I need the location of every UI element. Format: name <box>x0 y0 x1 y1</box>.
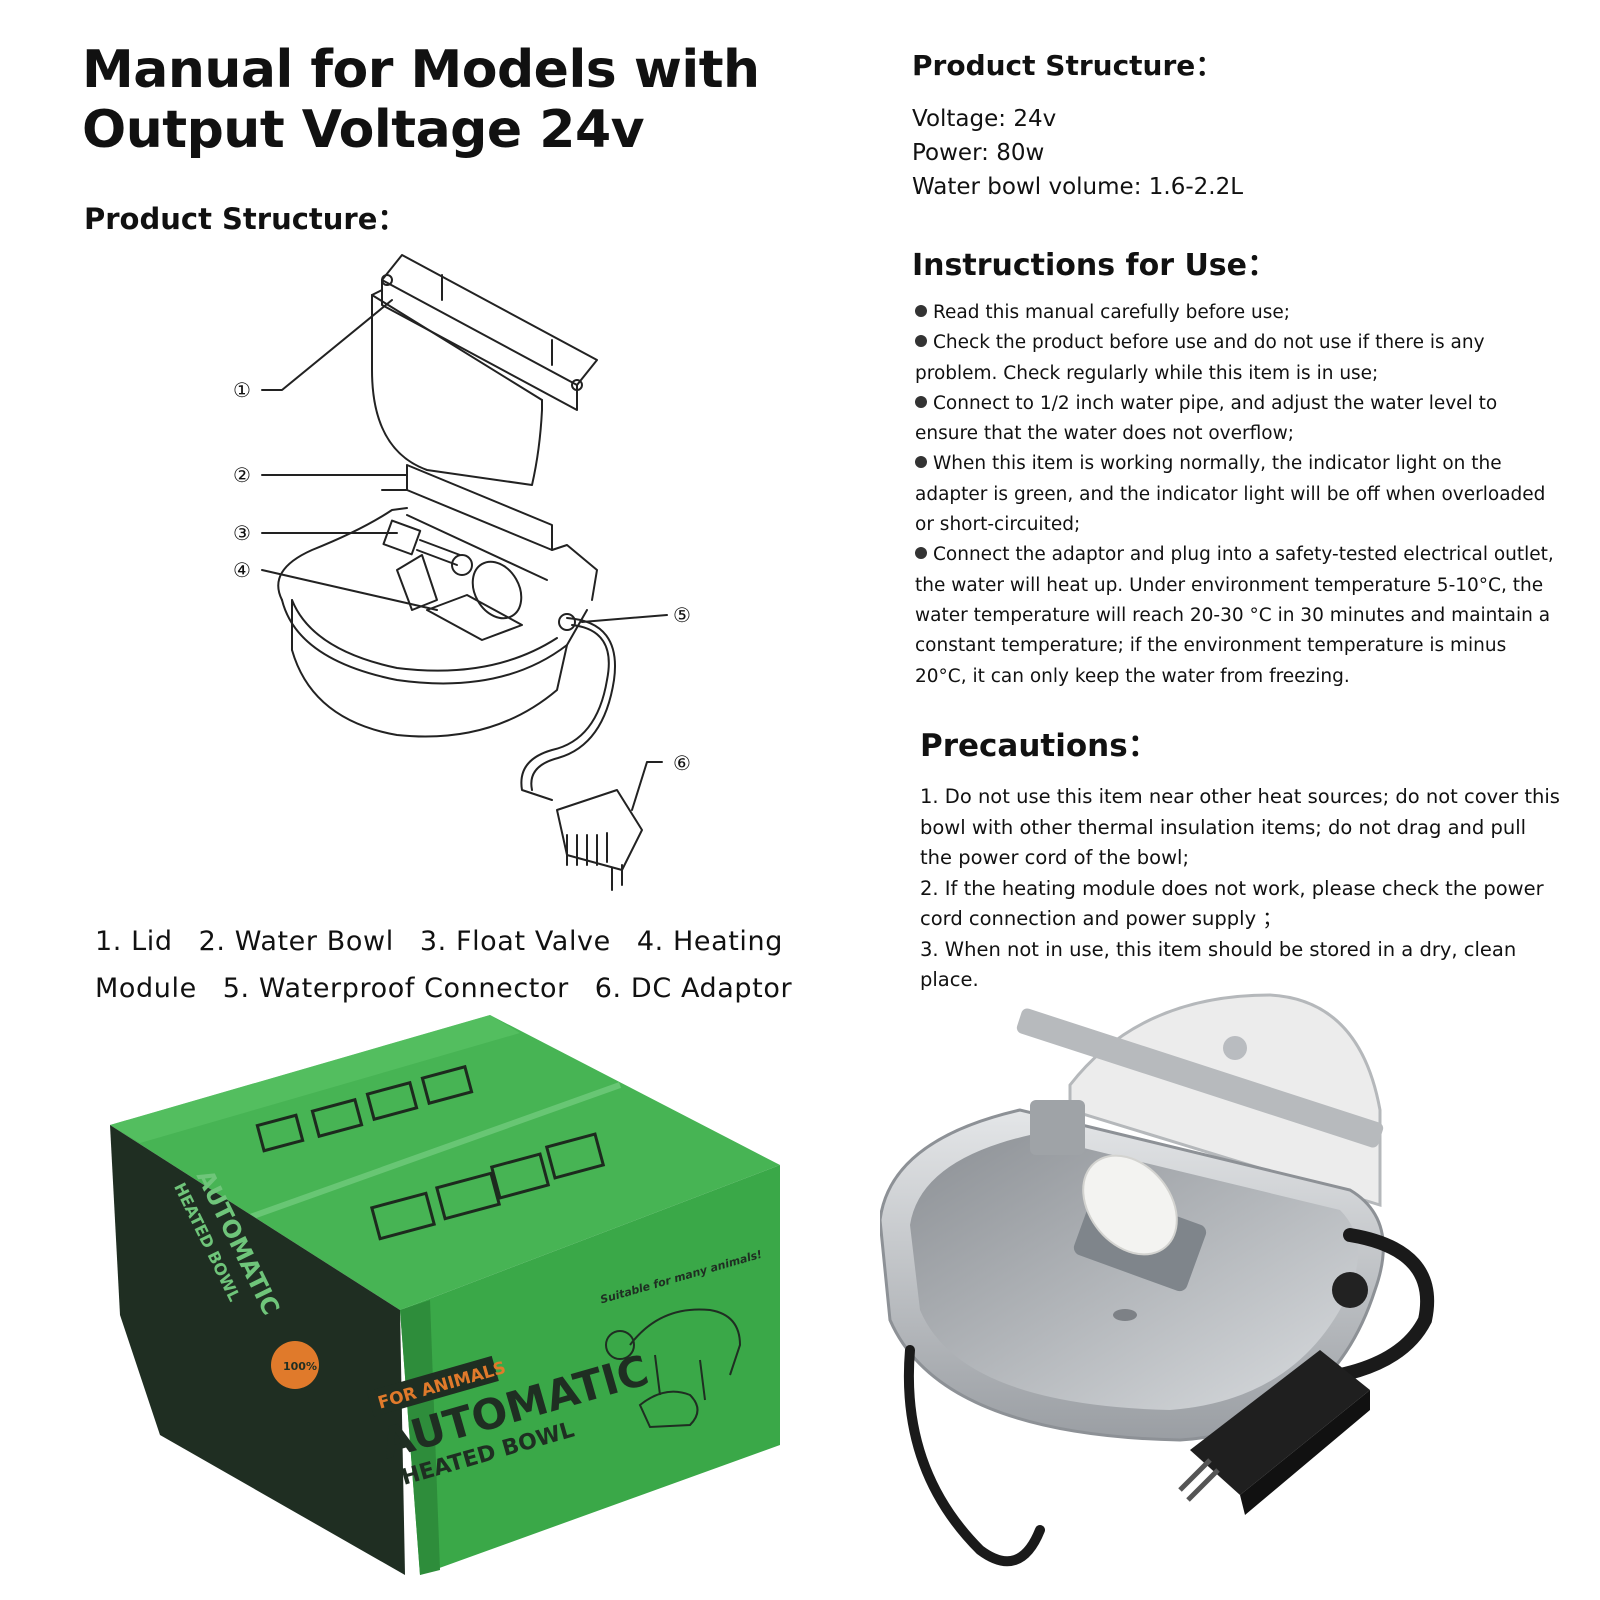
bullet-icon <box>915 305 927 317</box>
instructions-heading: Instructions for Use： <box>912 248 1278 283</box>
quality-seal <box>271 1341 319 1389</box>
callout-5: ⑤ <box>673 603 691 627</box>
instruction-item: Connect to 1/2 inch water pipe, and adju… <box>915 392 1498 445</box>
instruction-item: When this item is working normally, the … <box>915 453 1546 536</box>
bowl-product-image <box>880 993 1435 1567</box>
instruction-item: Check the product before use and do not … <box>915 332 1485 384</box>
legend-item: 1. Lid <box>95 926 173 957</box>
legend-row: 1. Lid 2. Water Bowl 3. Float Valve 4. H… <box>95 918 795 965</box>
callout-6: ⑥ <box>673 751 691 775</box>
animal-sketch <box>605 1308 742 1429</box>
instruction-item: Connect the adaptor and plug into a safe… <box>915 544 1554 687</box>
title-line-1: Manual for Models with <box>82 40 760 100</box>
precautions-list: 1. Do not use this item near other heat … <box>920 782 1560 996</box>
instruction-item: Read this manual carefully before use; <box>915 298 1555 328</box>
exploded-diagram: ① ② ③ ④ ⑤ ⑥ <box>233 254 691 891</box>
adapter-drawing <box>556 789 643 891</box>
title-line-2: Output Voltage 24v <box>82 100 645 160</box>
bowl-drawing <box>277 464 616 801</box>
legend-row: Module 5. Waterproof Connector 6. DC Ada… <box>95 965 795 1012</box>
legend-item: 3. Float Valve <box>419 926 611 957</box>
page-title: Manual for Models with Output Voltage 24… <box>82 40 782 160</box>
spec-voltage: Voltage: 24v <box>912 106 1057 132</box>
legend-item: 6. DC Adaptor <box>594 973 793 1004</box>
precautions-heading: Precautions： <box>920 728 1159 764</box>
bullet-icon <box>915 547 927 560</box>
precaution-item: 3. When not in use, this item should be … <box>920 937 1517 992</box>
spec-volume: Water bowl volume: 1.6-2.2L <box>912 174 1244 200</box>
specs-heading: Product Structure： <box>912 49 1224 82</box>
legend-item: 5. Waterproof Connector <box>222 973 569 1004</box>
callout-4: ④ <box>233 558 251 582</box>
callout-1: ① <box>233 378 251 402</box>
precaution-item: 1. Do not use this item near other heat … <box>920 785 1560 869</box>
product-structure-heading: Product Structure： <box>84 202 407 236</box>
bullet-icon <box>915 335 927 348</box>
parts-legend: 1. Lid 2. Water Bowl 3. Float Valve 4. H… <box>95 918 795 1012</box>
specs-list: Voltage: 24v Power: 80w Water bowl volum… <box>912 102 1243 204</box>
legend-item: 2. Water Bowl <box>198 926 394 957</box>
legend-item: Module <box>95 973 197 1004</box>
handling-symbols <box>255 1064 606 1241</box>
callout-2: ② <box>233 463 251 487</box>
packaging-box-image: FOR ANIMALS AUTOMATIC HEATED BOWL Suitab… <box>110 1015 780 1575</box>
seal-text: 100% <box>283 1360 317 1373</box>
bullet-icon <box>915 395 927 408</box>
callout-3: ③ <box>233 521 251 545</box>
instructions-list: Read this manual carefully before use; C… <box>915 298 1555 692</box>
lid-drawing <box>371 254 598 486</box>
precaution-item: 2. If the heating module does not work, … <box>920 876 1544 931</box>
legend-item: 4. Heating <box>636 926 783 957</box>
bullet-icon <box>915 456 927 469</box>
spec-power: Power: 80w <box>912 140 1045 166</box>
